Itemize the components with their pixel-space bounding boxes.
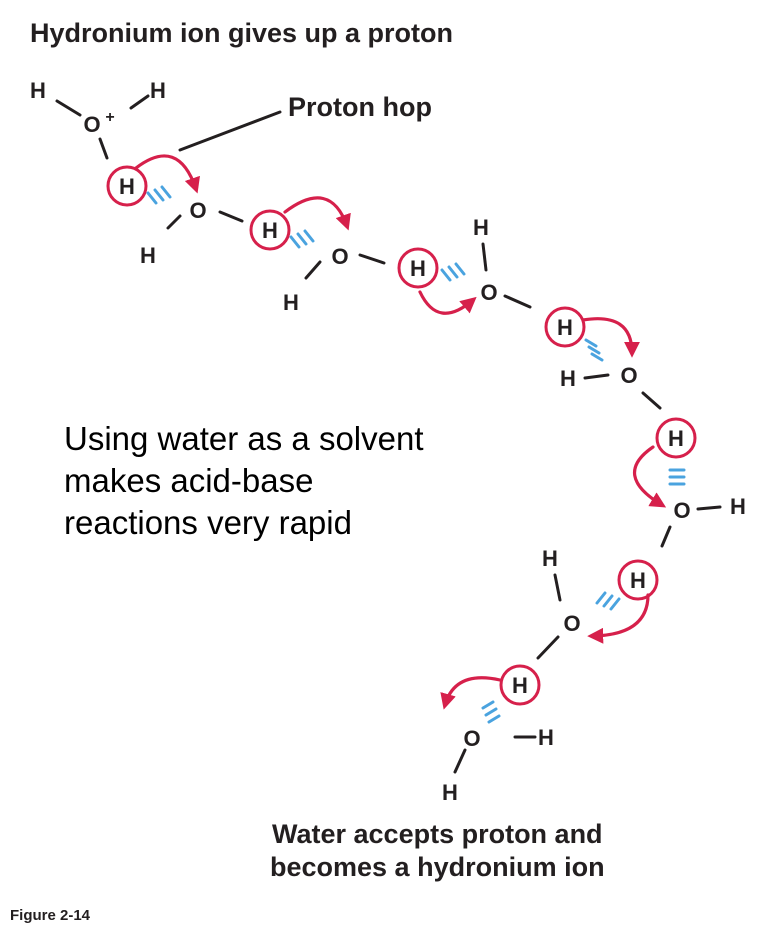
hydrogen-atom-5: H — [473, 215, 489, 240]
hydrogen-atom-7: H — [730, 494, 746, 519]
oxygen-atom-2: O — [331, 244, 348, 269]
solvent-note: Using water as a solvent makes acid-base… — [64, 420, 424, 541]
oxygen-atom-6: O — [563, 611, 580, 636]
oxygen-atom-5: O — [673, 498, 690, 523]
proton-circles — [106, 165, 697, 706]
positive-charge: + — [105, 109, 114, 126]
proton-hop-label: Proton hop — [288, 92, 432, 122]
hydrogen-atom-3: H — [140, 243, 156, 268]
hydronium-oxygen: O — [83, 112, 100, 137]
atom-symbols: H H O + H O H H O H H H O H H O H O H H … — [30, 78, 746, 805]
hydrogen-atom-6: H — [560, 366, 576, 391]
hydrogen-atom-9: H — [538, 725, 554, 750]
oxygen-atom-4: O — [620, 363, 637, 388]
proton-h-7: H — [512, 673, 528, 698]
oxygen-atom-3: O — [480, 280, 497, 305]
hydrogen-atom-8: H — [542, 546, 558, 571]
proton-h-6: H — [630, 568, 646, 593]
proton-h-4: H — [557, 315, 573, 340]
proton-h-5: H — [668, 426, 684, 451]
hydrogen-atom-4: H — [283, 290, 299, 315]
covalent-bonds — [55, 94, 722, 774]
diagram-title: Hydronium ion gives up a proton — [30, 18, 454, 48]
figure-label: Figure 2-14 — [10, 907, 91, 924]
hydrogen-atom-1: H — [30, 78, 46, 103]
oxygen-atom-7: O — [463, 726, 480, 751]
hydrogen-bonds — [146, 185, 686, 724]
hydrogen-atom-2: H — [150, 78, 166, 103]
proton-h-3: H — [410, 256, 426, 281]
proton-h-2: H — [262, 218, 278, 243]
hydrogen-atom-10: H — [442, 780, 458, 805]
proton-h-1: H — [119, 174, 135, 199]
bottom-caption: Water accepts proton and becomes a hydro… — [270, 819, 605, 882]
proton-transfer-arrows — [134, 154, 667, 710]
oxygen-atom-1: O — [189, 198, 206, 223]
